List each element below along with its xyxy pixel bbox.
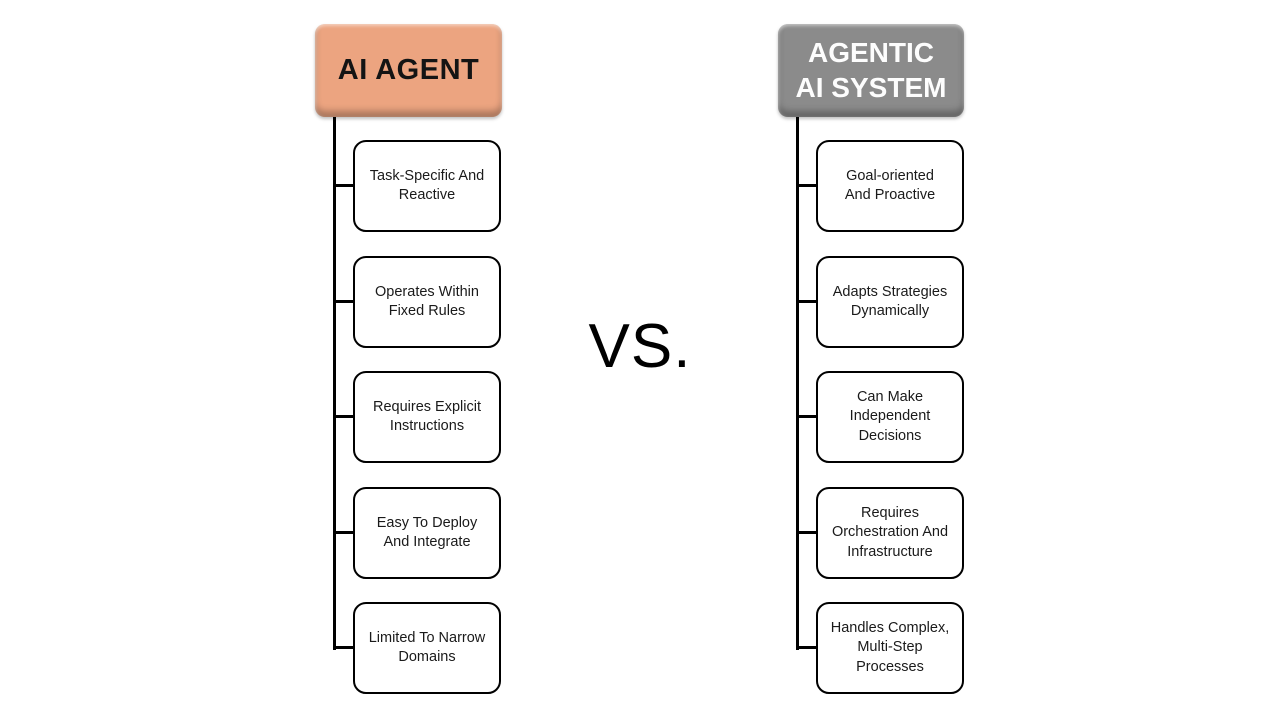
agentic-ai-feature-box: Adapts Strategies Dynamically <box>816 256 964 348</box>
ai-agent-header: AI AGENT <box>315 24 502 117</box>
connector-branch <box>796 415 817 418</box>
feature-text: Easy To Deploy And Integrate <box>376 514 478 550</box>
agentic-ai-feature-box: Requires Orchestration And Infrastructur… <box>816 487 964 579</box>
connector-branch <box>333 300 354 303</box>
vs-label: VS. <box>588 312 692 381</box>
feature-text: Task-Specific And Reactive <box>369 167 485 203</box>
feature-text: Adapts Strategies Dynamically <box>832 283 948 319</box>
feature-text: Requires Orchestration And Infrastructur… <box>831 505 949 560</box>
ai-agent-feature-box: Task-Specific And Reactive <box>353 140 501 232</box>
agentic-ai-feature-box: Can Make Independent Decisions <box>816 371 964 463</box>
connector-branch <box>796 646 817 649</box>
connector-branch <box>333 415 354 418</box>
connector-branch <box>333 646 354 649</box>
agentic-ai-connector-trunk <box>796 117 799 650</box>
connector-branch <box>796 531 817 534</box>
feature-text: Limited To Narrow Domains <box>368 629 486 665</box>
agentic-ai-feature-box: Handles Complex, Multi-Step Processes <box>816 602 964 694</box>
feature-text: Can Make Independent Decisions <box>849 389 931 444</box>
connector-branch <box>333 531 354 534</box>
feature-text: Requires Explicit Instructions <box>373 398 481 434</box>
connector-branch <box>796 300 817 303</box>
feature-text: Operates Within Fixed Rules <box>375 283 479 319</box>
ai-agent-connector-trunk <box>333 117 336 650</box>
feature-text: Handles Complex, Multi-Step Processes <box>830 620 950 675</box>
ai-agent-feature-box: Easy To Deploy And Integrate <box>353 487 501 579</box>
ai-agent-feature-box: Operates Within Fixed Rules <box>353 256 501 348</box>
ai-agent-feature-box: Limited To Narrow Domains <box>353 602 501 694</box>
agentic-ai-feature-box: Goal-oriented And Proactive <box>816 140 964 232</box>
agentic-ai-system-header: AGENTIC AI SYSTEM <box>778 24 964 117</box>
connector-branch <box>333 184 354 187</box>
connector-branch <box>796 184 817 187</box>
ai-agent-feature-box: Requires Explicit Instructions <box>353 371 501 463</box>
feature-text: Goal-oriented And Proactive <box>844 167 936 203</box>
